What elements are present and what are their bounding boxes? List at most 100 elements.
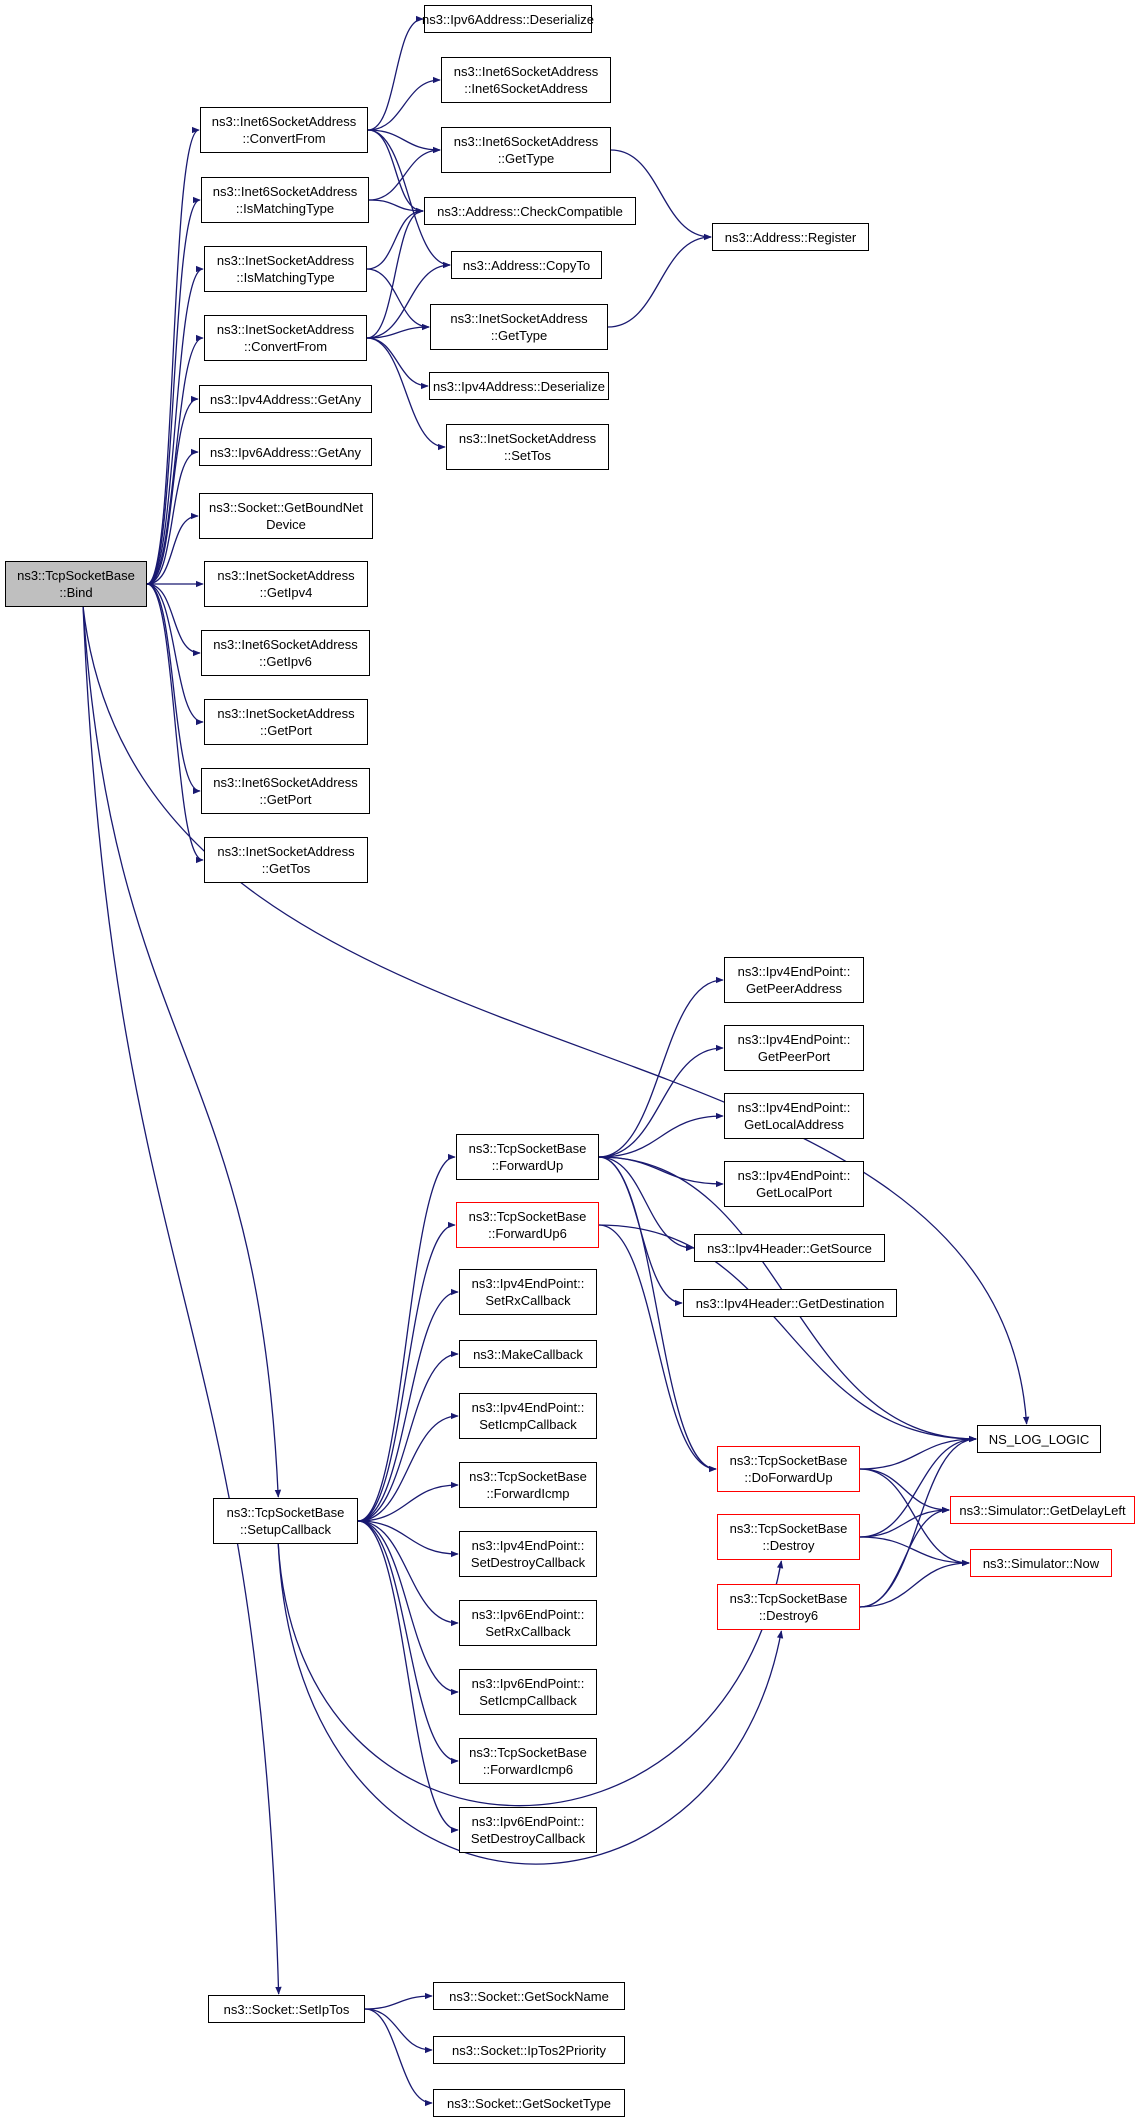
node-ep6-seticmpcallback[interactable]: ns3::Ipv6EndPoint::SetIcmpCallback [459,1669,597,1715]
node-label-line: ns3::Address::Register [724,229,857,245]
node-ep4-setrxcallback[interactable]: ns3::Ipv4EndPoint::SetRxCallback [459,1269,597,1315]
node-makecallback[interactable]: ns3::MakeCallback [459,1340,597,1368]
call-edge-setupcallback-to-ep4-setdestroycallback [357,1520,459,1558]
call-edge-setupcallback-to-forwardicmp6 [357,1520,459,1765]
node-label-line: ::GetPort [259,792,312,807]
node-socket-setiptos[interactable]: ns3::Socket::SetIpTos [208,1995,365,2023]
node-label-line: ::GetPort [259,723,313,738]
call-edge-bind-to-ipv6-getany [146,448,199,585]
node-setupcallback[interactable]: ns3::TcpSocketBase::SetupCallback [213,1498,358,1544]
node-label-line: ns3::Ipv4EndPoint:: [471,1538,585,1553]
node-ep4-getlocaladdress[interactable]: ns3::Ipv4EndPoint::GetLocalAddress [724,1093,864,1139]
node-inet-settos[interactable]: ns3::InetSocketAddress::SetTos [446,424,609,470]
call-edge-doforwardup-to-sim-getdelayleft [859,1468,950,1514]
node-label-line: ::ConvertFrom [243,339,328,354]
node-destroy6[interactable]: ns3::TcpSocketBase::Destroy6 [717,1584,860,1630]
node-socket-getsockettype[interactable]: ns3::Socket::GetSocketType [433,2089,625,2117]
node-label-line: ::SetupCallback [239,1522,332,1537]
node-socket-iptos2priority[interactable]: ns3::Socket::IpTos2Priority [433,2036,625,2064]
node-ns-log-logic[interactable]: NS_LOG_LOGIC [977,1425,1101,1453]
call-edge-inet-gettype-to-addr-register [607,233,712,328]
call-edge-inet6-gettype-to-addr-register [610,149,712,241]
node-label-line: ns3::InetSocketAddress [217,844,355,859]
call-edge-bind-to-inet6-convertfrom [146,126,200,585]
node-inet-gettype[interactable]: ns3::InetSocketAddress::GetType [430,304,608,350]
node-label-line: ns3::Simulator::Now [982,1555,1100,1571]
node-inet6-getport[interactable]: ns3::Inet6SocketAddress::GetPort [201,768,370,814]
node-addr-checkcompat[interactable]: ns3::Address::CheckCompatible [424,197,636,225]
node-ep4-seticmpcallback[interactable]: ns3::Ipv4EndPoint::SetIcmpCallback [459,1393,597,1439]
node-label-line: ns3::Inet6SocketAddress [211,114,357,129]
node-ipv4hdr-getdestination[interactable]: ns3::Ipv4Header::GetDestination [683,1289,897,1317]
node-inet6-ctor[interactable]: ns3::Inet6SocketAddress::Inet6SocketAddr… [441,57,611,103]
node-label-line: ns3::Ipv4Address::GetAny [209,391,362,407]
node-forwardicmp6[interactable]: ns3::TcpSocketBase::ForwardIcmp6 [459,1738,597,1784]
node-doforwardup[interactable]: ns3::TcpSocketBase::DoForwardUp [717,1446,860,1492]
call-edge-doforwardup-to-sim-now [859,1468,970,1567]
node-label-line: ns3::InetSocketAddress [217,568,355,583]
node-label-line: ns3::Simulator::GetDelayLeft [959,1502,1126,1518]
node-ipv4-deserialize[interactable]: ns3::Ipv4Address::Deserialize [429,372,609,400]
node-destroy[interactable]: ns3::TcpSocketBase::Destroy [717,1514,860,1560]
node-label-line: ns3::TcpSocketBase [468,1209,587,1224]
node-ipv6-getany[interactable]: ns3::Ipv6Address::GetAny [199,438,372,466]
node-inet6-getipv6[interactable]: ns3::Inet6SocketAddress::GetIpv6 [201,630,370,676]
call-edge-socket-setiptos-to-socket-iptos2priority [364,2008,433,2054]
node-label-line: ::GetTos [261,861,311,876]
node-label-line: ::SetTos [504,448,551,463]
node-label-line: ns3::TcpSocketBase [469,1469,587,1484]
node-label-line: SetIcmpCallback [479,1693,577,1708]
node-label-line: ns3::Ipv4EndPoint:: [737,1032,851,1047]
node-inet-getipv4[interactable]: ns3::InetSocketAddress::GetIpv4 [204,561,368,607]
call-edge-inet-convertfrom-to-addr-copyto [366,261,451,339]
node-ipv4-getany[interactable]: ns3::Ipv4Address::GetAny [199,385,372,413]
node-inet-convertfrom[interactable]: ns3::InetSocketAddress::ConvertFrom [204,315,367,361]
call-edge-bind-to-ns-log-logic [82,606,1030,1425]
node-inet-ismatching[interactable]: ns3::InetSocketAddress::IsMatchingType [204,246,367,292]
node-label-line: ns3::InetSocketAddress [217,706,355,721]
node-label-line: SetDestroyCallback [470,1555,586,1570]
node-ipv4hdr-getsource[interactable]: ns3::Ipv4Header::GetSource [694,1234,885,1262]
node-sim-getdelayleft[interactable]: ns3::Simulator::GetDelayLeft [950,1496,1135,1524]
call-edge-destroy-to-ns-log-logic [859,1435,977,1538]
node-label-line: ::Inet6SocketAddress [464,81,588,96]
node-label-line: ns3::Socket::SetIpTos [223,2001,350,2017]
node-label-line: GetLocalPort [756,1185,832,1200]
node-forwardicmp[interactable]: ns3::TcpSocketBase::ForwardIcmp [459,1462,597,1508]
node-ep6-setrxcallback[interactable]: ns3::Ipv6EndPoint::SetRxCallback [459,1600,597,1646]
node-forwardup6[interactable]: ns3::TcpSocketBase::ForwardUp6 [456,1202,599,1248]
node-ep4-setdestroycallback[interactable]: ns3::Ipv4EndPoint::SetDestroyCallback [459,1531,597,1577]
node-sim-now[interactable]: ns3::Simulator::Now [970,1549,1112,1577]
node-ep4-getpeeraddress[interactable]: ns3::Ipv4EndPoint::GetPeerAddress [724,957,864,1003]
node-ipv6-deserialize[interactable]: ns3::Ipv6Address::Deserialize [422,5,594,33]
node-label-line: ns3::Ipv6EndPoint:: [471,1814,585,1829]
call-edge-socket-setiptos-to-socket-getsockname [364,1992,433,2010]
call-edge-setupcallback-to-forwardicmp [357,1481,459,1522]
node-label-line: ns3::Ipv4EndPoint:: [737,964,851,979]
node-addr-copyto[interactable]: ns3::Address::CopyTo [451,251,602,279]
node-addr-register[interactable]: ns3::Address::Register [712,223,869,251]
node-label-line: ns3::Ipv6EndPoint:: [471,1607,585,1622]
call-edge-setupcallback-to-destroy6 [277,1543,784,1865]
node-inet6-ismatching[interactable]: ns3::Inet6SocketAddress::IsMatchingType [201,177,369,223]
call-edge-inet6-convertfrom-to-addr-copyto [367,129,451,269]
call-edge-destroy6-to-sim-getdelayleft [859,1506,950,1608]
node-inet6-convertfrom[interactable]: ns3::Inet6SocketAddress::ConvertFrom [200,107,368,153]
node-label-line: SetRxCallback [485,1293,571,1308]
node-ep6-setdestroycallback[interactable]: ns3::Ipv6EndPoint::SetDestroyCallback [459,1807,597,1853]
node-inet-gettos[interactable]: ns3::InetSocketAddress::GetTos [204,837,368,883]
node-forwardup[interactable]: ns3::TcpSocketBase::ForwardUp [456,1134,599,1180]
node-ep4-getlocalport[interactable]: ns3::Ipv4EndPoint::GetLocalPort [724,1161,864,1207]
node-inet6-gettype[interactable]: ns3::Inet6SocketAddress::GetType [441,127,611,173]
node-inet-getport[interactable]: ns3::InetSocketAddress::GetPort [204,699,368,745]
node-label-line: ns3::InetSocketAddress [216,253,355,268]
node-label-line: ns3::TcpSocketBase [729,1453,848,1468]
node-label-line: ns3::Inet6SocketAddress [213,637,358,652]
node-socket-getsockname[interactable]: ns3::Socket::GetSockName [433,1982,625,2010]
call-edge-bind-to-inet-gettos [146,583,204,864]
node-label-line: ::DoForwardUp [744,1470,833,1485]
node-label-line: ::Bind [59,585,93,600]
call-edge-forwardup6-to-doforwardup [598,1224,717,1473]
node-ep4-getpeerport[interactable]: ns3::Ipv4EndPoint::GetPeerPort [724,1025,864,1071]
